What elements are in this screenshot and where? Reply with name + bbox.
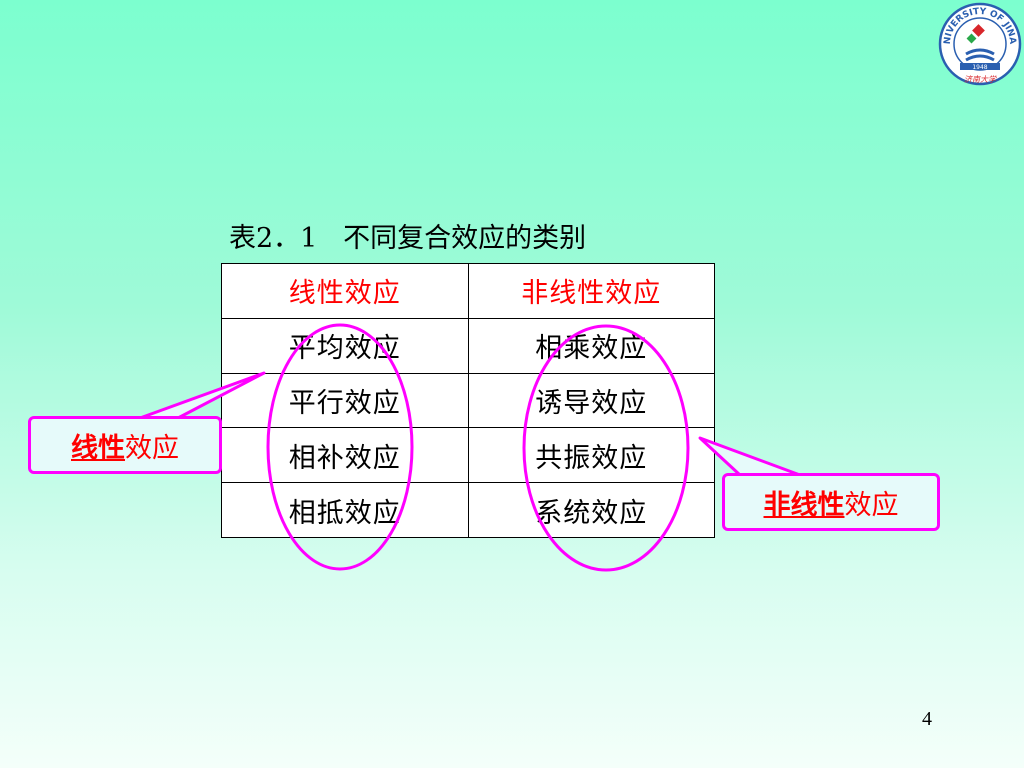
table-cell: 平均效应 [221,317,469,374]
header-linear: 线性效应 [221,263,469,319]
table-row: 平行效应 诱导效应 [221,372,715,429]
table-cell: 相抵效应 [221,482,469,538]
table-row: 平均效应 相乘效应 [221,317,715,374]
table-cell: 平行效应 [221,372,469,429]
table-cell: 诱导效应 [467,372,715,429]
callout-nonlinear-rest: 效应 [844,489,899,521]
table-row: 相补效应 共振效应 [221,427,715,484]
linear-effect-callout: 线性效应 [28,416,222,474]
nonlinear-effect-callout: 非线性效应 [722,473,940,531]
university-logo: UNIVERSITY OF JINAN 1948 济南大学 [938,2,1022,86]
effects-table: 线性效应 非线性效应 平均效应 相乘效应 平行效应 诱导效应 相补效应 共振效应… [221,263,715,538]
table-header-row: 线性效应 非线性效应 [221,263,715,319]
table-cell: 共振效应 [467,427,715,484]
logo-name: 济南大学 [964,75,997,84]
header-nonlinear: 非线性效应 [467,263,715,319]
callout-nonlinear-strong: 非线性 [763,489,845,521]
nonlinear-callout-pointer [698,436,802,477]
page-number: 4 [922,708,932,730]
callout-linear-rest: 效应 [125,432,179,464]
callout-linear-strong: 线性 [71,432,125,464]
table-cell: 相补效应 [221,427,469,484]
table-caption: 表2．1 不同复合效应的类别 [229,223,587,254]
table-cell: 系统效应 [467,482,715,538]
table-cell: 相乘效应 [467,317,715,374]
logo-year: 1948 [972,64,987,71]
table-row: 相抵效应 系统效应 [221,482,715,538]
